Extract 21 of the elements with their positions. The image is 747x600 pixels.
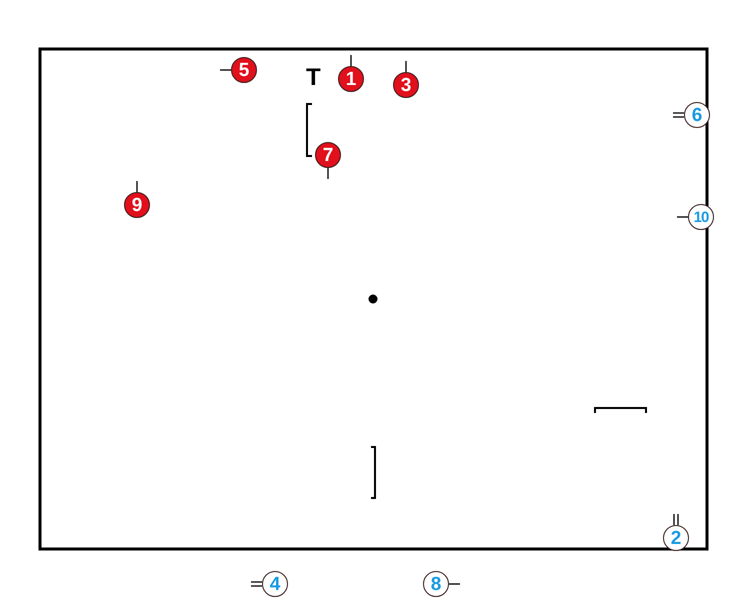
leader-line [136,181,138,192]
callout-number: 10 [688,204,714,230]
callout-number: 1 [338,66,364,92]
callout-number: 4 [262,571,288,597]
callout-number: 6 [684,102,710,128]
leader-line [327,168,329,179]
callout-number: 7 [315,142,341,168]
leader-line [673,513,679,526]
leader-line [405,61,407,72]
leader-line [672,112,685,118]
callout-number: 2 [663,525,689,551]
part-label: T [306,66,321,90]
leader-line [250,581,263,587]
leader-line [220,69,231,71]
callout-number: 8 [423,571,449,597]
leader-line [449,583,460,585]
leader-line [677,216,688,218]
callout-number: 3 [393,72,419,98]
leader-line [350,55,352,66]
callout-number: 5 [231,57,257,83]
callout-number: 9 [124,192,150,218]
